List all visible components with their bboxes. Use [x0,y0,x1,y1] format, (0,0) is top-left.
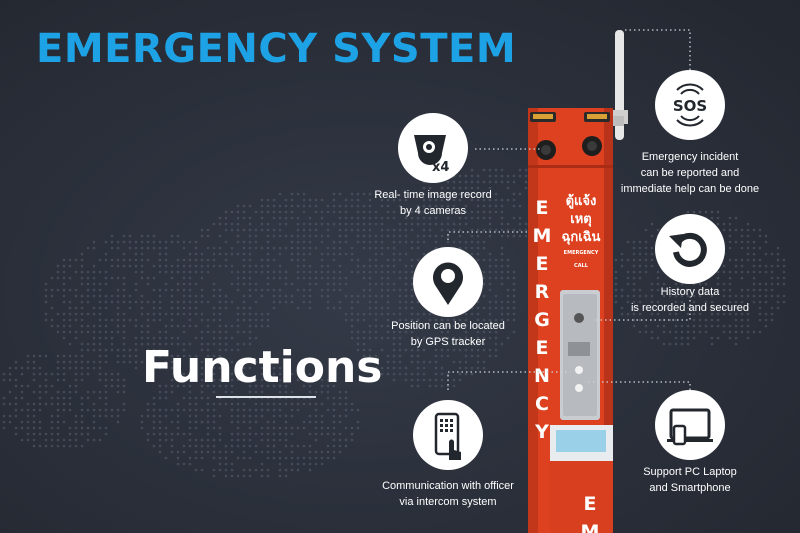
pole-thai-line-1: ตู้แจ้ง [565,194,597,209]
sos-feature-circle: SOS [655,70,725,140]
caption-line: via intercom system [399,496,497,508]
pole-thai-line-3: ฉุกเฉิน [561,230,601,245]
pole-letter: R [534,281,550,303]
camera-feature-caption: Real- time image record by 4 cameras [358,187,508,219]
history-icon [669,232,707,267]
pole-thai-line-2: เหตุ [570,212,592,227]
gps-feature-caption: Position can be located by GPS tracker [373,318,523,350]
heading-underline [216,396,316,398]
caption-line: History data [660,286,720,298]
caption-line: immediate help can be done [620,183,760,195]
pole-letter: E [535,337,549,359]
sos-badge: SOS [673,97,707,115]
camera-count-badge: x4 [432,160,449,175]
pole-letter: E [535,197,549,219]
camera-icon: x4 [414,135,449,175]
location-pin-icon [433,262,463,305]
intercom-feature-circle [413,400,483,470]
caption-line: and Smartphone [649,482,731,494]
section-heading: Functions [142,342,383,393]
devices-feature-caption: Support PC Laptop and Smartphone [610,464,770,496]
pole-letter: N [534,365,550,387]
caption-line: Real- time image record [374,189,492,201]
pole-letter: M [532,225,552,247]
sos-feature-caption: Emergency incident can be reported and i… [605,149,775,197]
intercom-keypad-icon [434,412,461,460]
gps-feature-circle [413,247,483,317]
caption-line: by 4 cameras [399,205,467,217]
pole-sublabel-2: CALL [574,263,588,269]
caption-line: can be reported and [640,167,740,179]
caption-line: by GPS tracker [410,336,486,348]
caption-line: Communication with officer [382,480,514,492]
page-title: EMERGENCY SYSTEM [36,26,517,72]
laptop-phone-icon [667,408,713,446]
caption-line: Position can be located [391,320,505,332]
history-feature-caption: History data is recorded and secured [610,284,770,316]
caption-line: Emergency incident [641,151,739,163]
caption-line: is recorded and secured [630,302,749,314]
pole-letter: Y [535,421,549,443]
pole-letter: G [534,309,550,331]
camera-feature-circle: x4 [398,113,468,183]
caption-line: Support PC Laptop [643,466,737,478]
devices-feature-circle [655,390,725,460]
pole-letter: E [535,253,549,275]
sos-icon: SOS [673,83,707,127]
pole-letter: C [535,393,549,415]
pole-letter: M [580,521,600,533]
pole-letter: E [583,493,597,515]
pole-sublabel-1: EMERGENCY [563,250,599,256]
history-feature-circle [655,214,725,284]
intercom-feature-caption: Communication with officer via intercom … [368,478,528,510]
